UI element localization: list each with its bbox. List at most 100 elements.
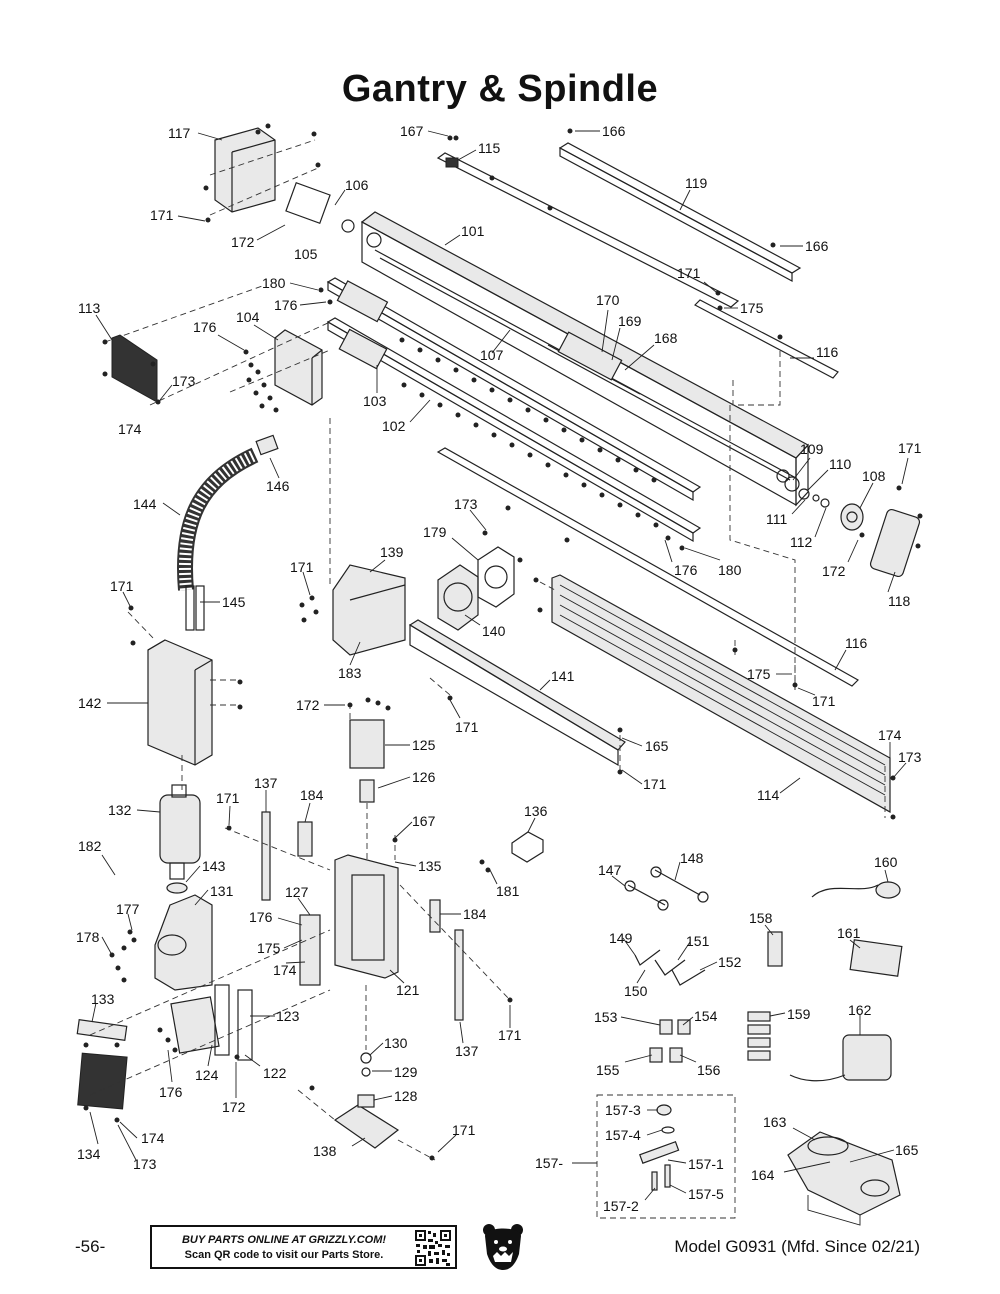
top-rail-115	[436, 152, 740, 308]
part-label: 107	[480, 347, 504, 363]
part-label: 141	[551, 668, 575, 684]
part-label: 118	[888, 593, 911, 609]
part-label: 171	[150, 207, 174, 223]
part-label: 153	[594, 1009, 618, 1025]
part-label: 162	[848, 1002, 872, 1018]
part-label: 157-3	[605, 1102, 641, 1118]
part-label: 134	[77, 1146, 101, 1162]
part-label: 156	[697, 1062, 721, 1078]
part-label: 178	[76, 929, 100, 945]
part-label: 164	[751, 1167, 775, 1183]
part-label: 172	[296, 697, 320, 713]
part-label: 157-	[535, 1155, 563, 1171]
spindle-mount-131	[154, 894, 213, 991]
part-label: 144	[133, 496, 157, 512]
part-label: 116	[816, 344, 839, 360]
part-label: 149	[609, 930, 633, 946]
part-label: 171	[455, 719, 479, 735]
part-label: 161	[837, 925, 861, 941]
part-label: 166	[805, 238, 829, 254]
part-label: 126	[412, 769, 436, 785]
guide-line	[732, 350, 781, 406]
part-label: 129	[394, 1064, 418, 1080]
part-label: 152	[718, 954, 742, 970]
gantry-beam	[360, 211, 809, 507]
rail-blocks	[336, 280, 389, 370]
spindle-motor-132	[159, 784, 201, 894]
part-label: 157-1	[688, 1156, 724, 1172]
part-label: 145	[222, 594, 246, 610]
part-label: 151	[686, 933, 710, 949]
part-label: 182	[78, 838, 102, 854]
part-label: 157-5	[688, 1186, 724, 1202]
qr-code-icon[interactable]	[414, 1229, 452, 1267]
z-axis-housing	[332, 546, 515, 656]
page-title: Gantry & Spindle	[341, 68, 659, 110]
part-label: 180	[262, 275, 286, 291]
parts-store-promo[interactable]: BUY PARTS ONLINE AT GRIZZLY.COM! Scan QR…	[150, 1225, 457, 1269]
part-label: 125	[412, 737, 436, 753]
part-label: 139	[380, 544, 404, 560]
part-label: 176	[274, 297, 298, 313]
bellows-cover-114	[551, 574, 891, 814]
part-label: 172	[222, 1099, 246, 1115]
part-label: 148	[680, 850, 704, 866]
part-label: 150	[624, 983, 648, 999]
z-motor-125	[299, 719, 385, 986]
part-label: 110	[829, 456, 852, 472]
part-label: 159	[787, 1006, 811, 1022]
part-label: 133	[91, 991, 115, 1007]
part-label: 122	[263, 1065, 287, 1081]
part-label: 180	[718, 562, 742, 578]
part-label: 184	[463, 906, 487, 922]
part-label: 146	[266, 478, 290, 494]
end-plate-113	[111, 334, 158, 403]
dust-hose-144	[177, 434, 279, 591]
part-label: 173	[454, 496, 478, 512]
part-label: 140	[482, 623, 506, 639]
part-label: 155	[596, 1062, 620, 1078]
bottom-bracket-138	[333, 1052, 400, 1149]
part-label: 121	[396, 982, 420, 998]
part-label: 171	[898, 440, 922, 456]
part-label: 171	[677, 265, 701, 281]
spindle-cover-142	[147, 585, 213, 766]
part-label: 173	[172, 373, 196, 389]
z-slide-assembly	[170, 854, 399, 1061]
part-label: 171	[498, 1027, 522, 1043]
part-label: 143	[202, 858, 226, 874]
carriage-plate-104	[274, 329, 323, 406]
part-label: 171	[452, 1122, 476, 1138]
kit-157-box	[596, 1094, 736, 1219]
part-label: 112	[790, 534, 813, 550]
leader-lines	[89, 130, 909, 1201]
part-label: 175	[747, 666, 771, 682]
motor-assembly	[214, 127, 355, 233]
part-label: 158	[749, 910, 773, 926]
part-label: 174	[118, 421, 142, 437]
part-label: 171	[290, 559, 314, 575]
part-label: 168	[654, 330, 678, 346]
part-label: 117	[168, 125, 191, 141]
part-label: 124	[195, 1067, 219, 1083]
promo-line-2: Scan QR code to visit our Parts Store.	[184, 1249, 384, 1261]
part-label: 142	[78, 695, 102, 711]
grizzly-bear-logo-icon	[483, 1224, 523, 1270]
side-plate-134	[76, 1019, 128, 1110]
part-label: 113	[78, 300, 101, 316]
linear-rails	[326, 277, 702, 543]
part-label: 123	[276, 1008, 300, 1024]
part-label: 174	[273, 962, 297, 978]
part-label: 138	[313, 1143, 337, 1159]
part-label: 177	[116, 901, 140, 917]
part-label: 109	[800, 441, 824, 457]
part-label: 167	[412, 813, 436, 829]
part-label: 135	[418, 858, 442, 874]
part-label: 115	[478, 140, 501, 156]
part-label: 160	[874, 854, 898, 870]
part-label: 171	[643, 776, 667, 792]
cover-116-top	[694, 299, 839, 379]
part-label: 154	[694, 1008, 718, 1024]
part-label: 116	[845, 635, 868, 651]
